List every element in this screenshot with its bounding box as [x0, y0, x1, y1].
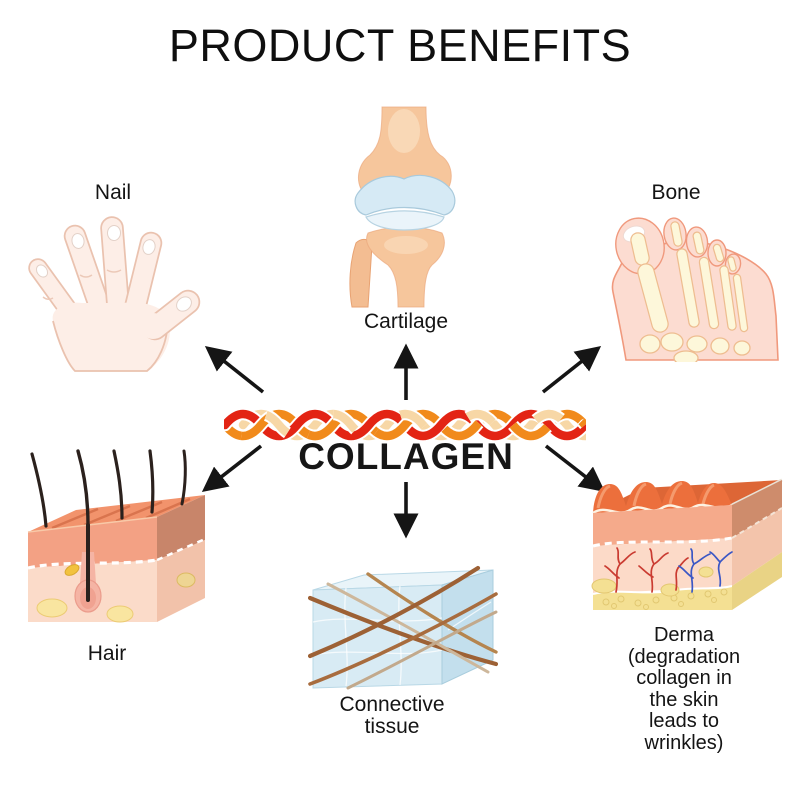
collagen-strand-orange-over	[224, 407, 586, 443]
collagen-strand-cream-over	[238, 407, 586, 443]
derma-illustration	[591, 478, 783, 610]
arrow-down-right-icon	[544, 444, 606, 492]
arrow-up-left-icon	[204, 345, 265, 394]
collagen-fiber-illustration	[224, 407, 586, 443]
nail-label: Nail	[94, 181, 132, 204]
page-title: PRODUCT BENEFITS	[168, 20, 632, 71]
fat-cells	[36, 572, 196, 623]
foot-illustration	[611, 217, 779, 362]
collagen-title: COLLAGEN	[298, 436, 514, 477]
palm	[52, 302, 170, 371]
fingernails	[35, 225, 192, 312]
foot-bones	[630, 221, 749, 333]
knee-joint-illustration	[349, 106, 456, 308]
arrow-up-right-icon	[541, 345, 602, 394]
fibula-bone	[349, 238, 373, 308]
skin-side-upper	[157, 495, 205, 560]
derma-side-mid	[732, 508, 782, 586]
meniscus	[365, 210, 445, 231]
derma-dermis-front	[593, 538, 732, 594]
derma-label: Derma (degradation collagen in the skin …	[627, 624, 741, 754]
hairs	[30, 449, 187, 602]
blood-vessels-red	[604, 547, 689, 593]
wrinkle-highlights	[596, 481, 715, 509]
skin-hair-illustration	[27, 449, 206, 623]
connective-tissue-illustration	[308, 565, 498, 690]
collagen-fibers	[308, 565, 498, 690]
cartilage-label: Cartilage	[363, 310, 449, 333]
cartilage-layer	[354, 174, 456, 216]
hair-label: Hair	[87, 642, 127, 665]
derma-side-fat	[732, 552, 782, 610]
skin-top-face	[28, 495, 205, 532]
radiating-arrows	[201, 343, 606, 539]
tarsal-bones	[639, 332, 751, 362]
derma-dashed-line	[592, 536, 733, 548]
skin-epidermis-front	[28, 517, 157, 568]
sebaceous-gland	[64, 564, 80, 576]
derma-side-upper	[732, 480, 782, 538]
blood-vessels-blue	[678, 548, 733, 593]
derma-epidermis-front	[593, 505, 732, 546]
fat-cell-texture	[602, 588, 728, 610]
connective-tissue-label: Connective tissue	[339, 693, 445, 738]
dermis-fat-blobs	[591, 566, 714, 597]
bone-label: Bone	[651, 181, 701, 204]
hand-illustration	[28, 216, 201, 372]
fingers	[28, 216, 163, 325]
arrow-down-left-icon	[201, 444, 263, 492]
